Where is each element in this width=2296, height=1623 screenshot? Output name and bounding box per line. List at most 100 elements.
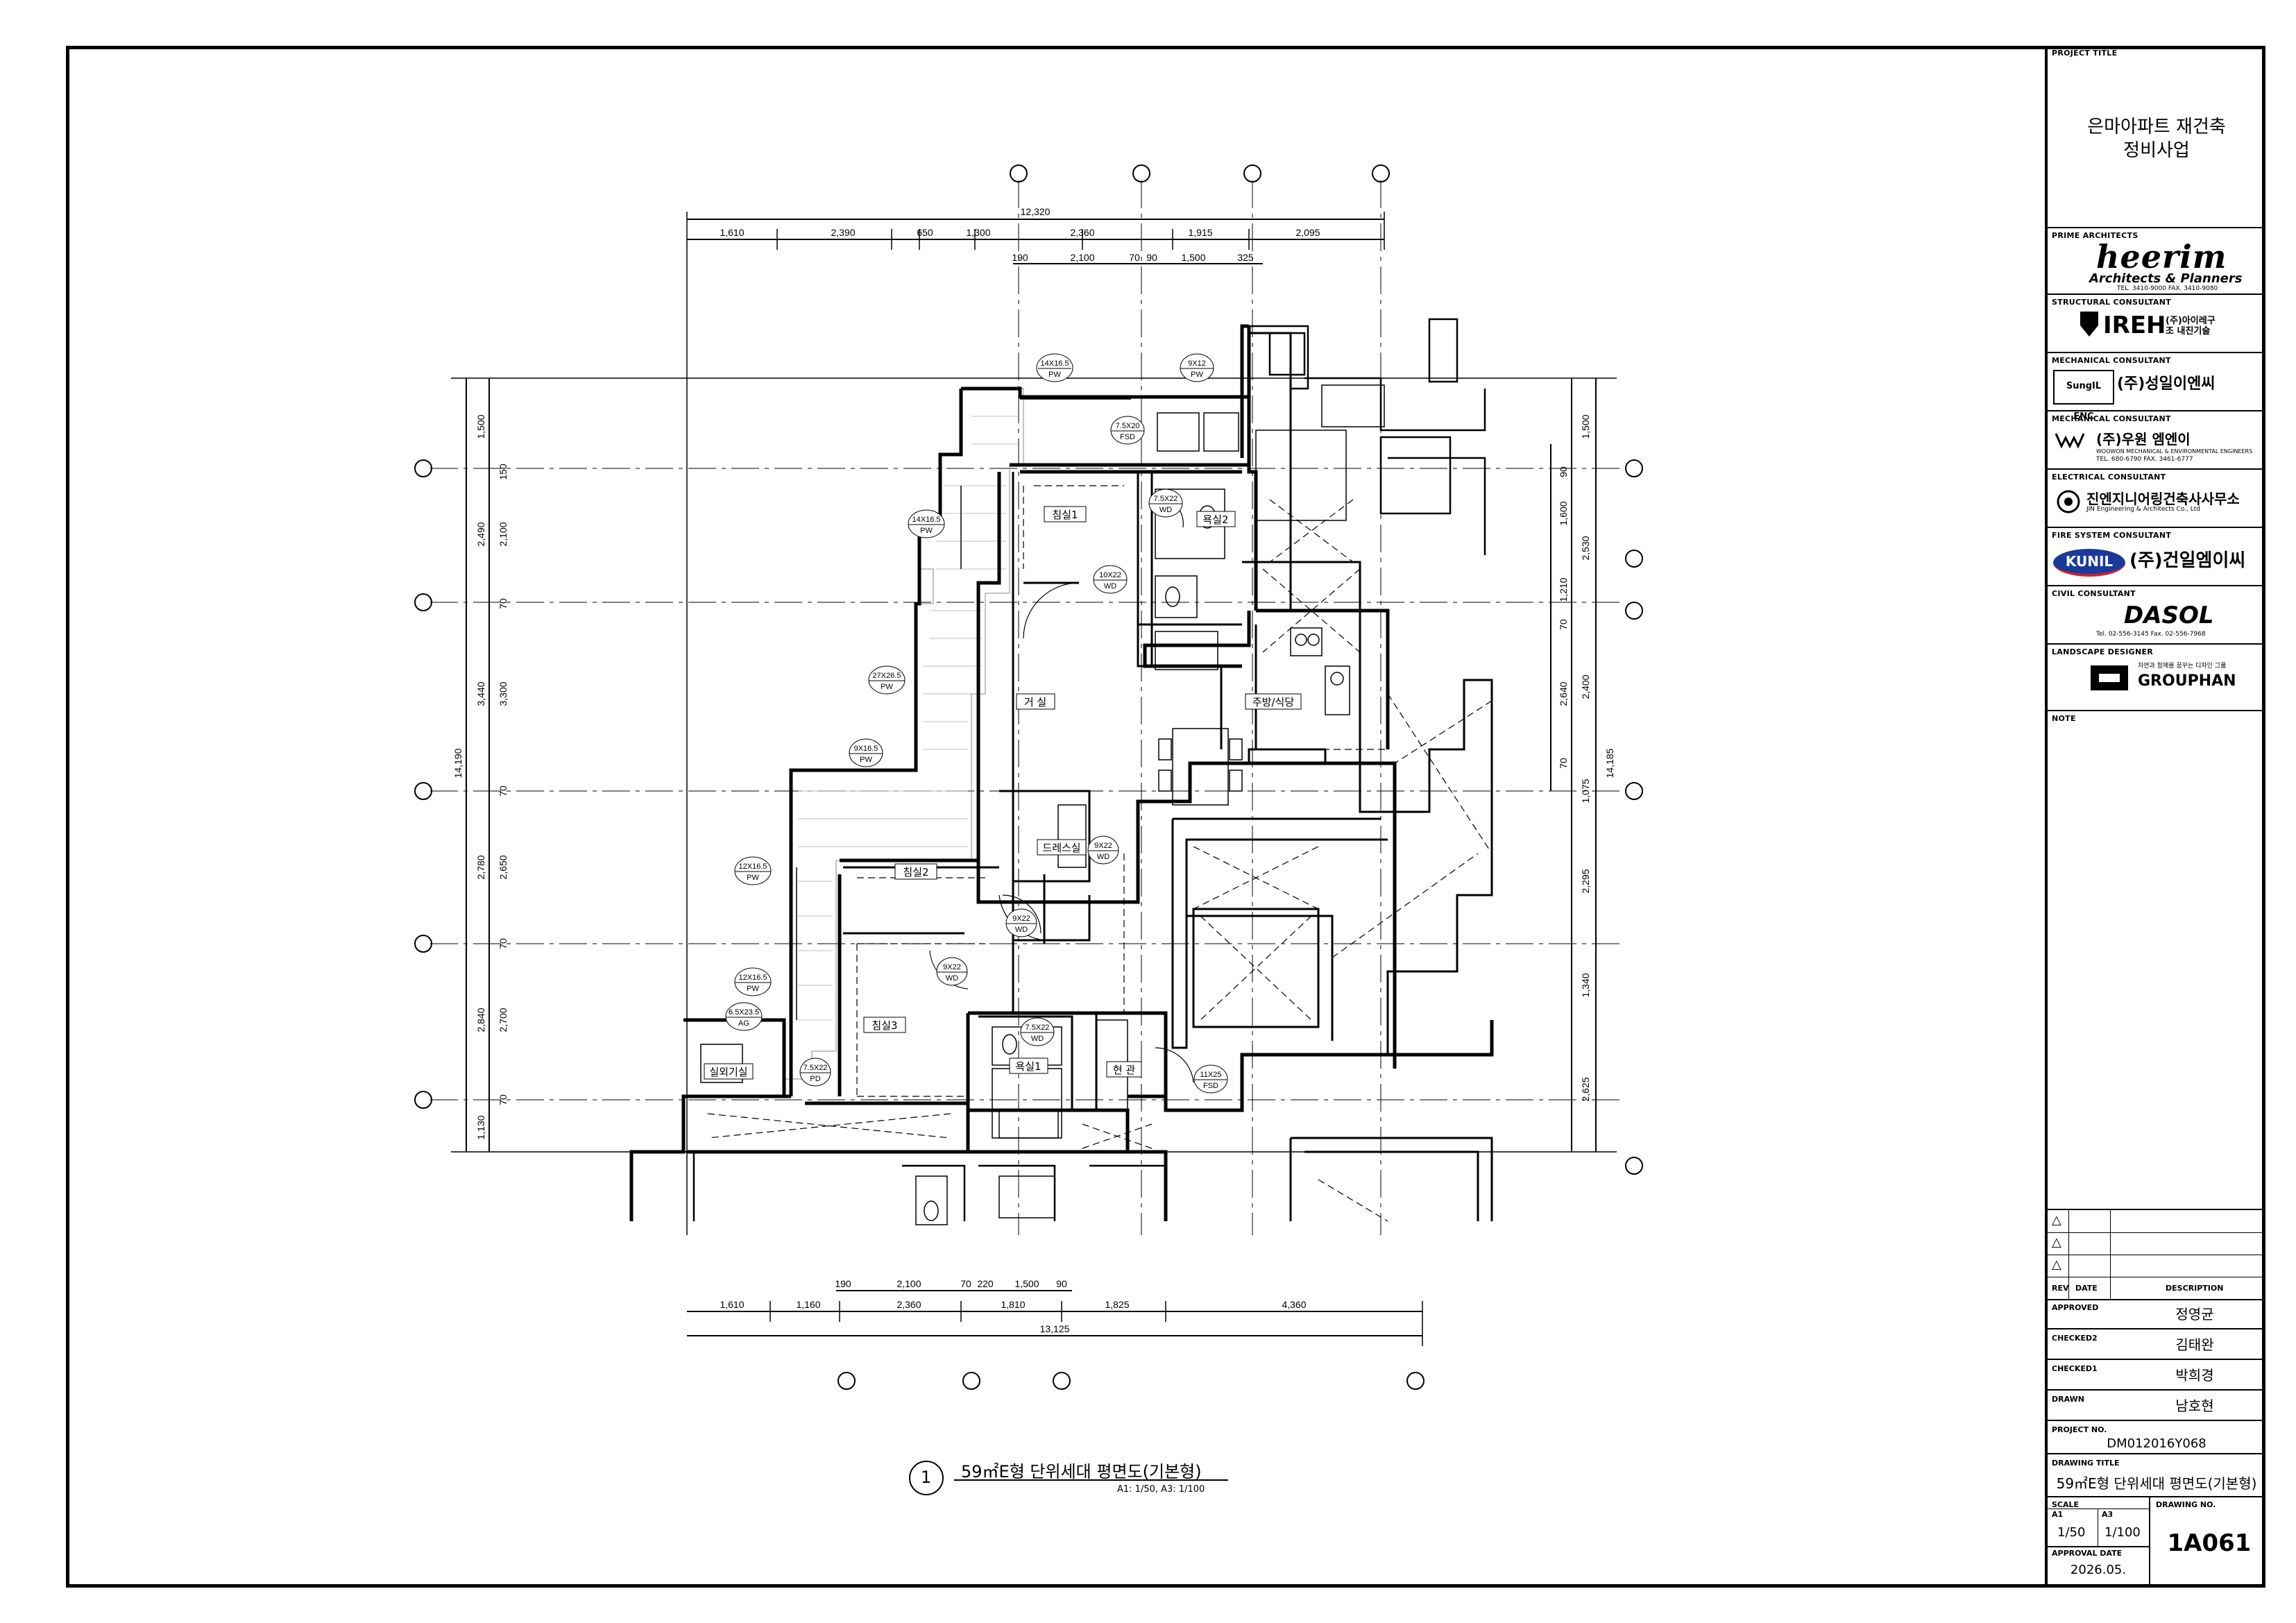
dim-top-2: 2,390 bbox=[831, 227, 855, 238]
mechanical-section-1: MECHANICAL CONSULTANT SungIL ENC (주)성일이엔… bbox=[2048, 353, 2265, 422]
scale-row: SCALE A1 A3 1/50 1/100 APPROVAL DATE 202… bbox=[2048, 1497, 2265, 1588]
dim-right-2: 2,530 bbox=[1580, 536, 1591, 560]
svg-text:WD: WD bbox=[1031, 1035, 1044, 1043]
svg-text:WD: WD bbox=[946, 974, 958, 983]
grouphan-logo-icon bbox=[2091, 665, 2128, 690]
svg-text:14X16.5: 14X16.5 bbox=[912, 516, 941, 524]
dim-top-5: 2,360 bbox=[1070, 227, 1094, 238]
scale-cell: SCALE A1 A3 1/50 1/100 bbox=[2048, 1497, 2150, 1547]
room-bedroom2: 침실2 bbox=[903, 866, 928, 878]
sungil-logo: SungIL ENC bbox=[2053, 370, 2114, 422]
electrical-caption: ELECTRICAL CONSULTANT bbox=[2052, 473, 2166, 482]
revision-row: △ bbox=[2048, 1255, 2265, 1277]
date-caption: DATE bbox=[2075, 1284, 2098, 1293]
dim-left-1: 1,500 bbox=[475, 414, 486, 439]
revision-marker-2: △ bbox=[2052, 1235, 2061, 1250]
svg-text:PW: PW bbox=[881, 683, 893, 691]
dim-right-r2-6: 70 bbox=[1558, 758, 1569, 769]
hidden-lines bbox=[707, 485, 1493, 1222]
mechanical-name-1: (주)성일이엔씨 bbox=[2117, 375, 2216, 393]
dim-right-r2-1: 90 bbox=[1558, 466, 1569, 477]
dim-bot-r1-6: 90 bbox=[1056, 1278, 1067, 1289]
windows bbox=[790, 398, 1131, 1020]
dim-right-r2-3: 1,210 bbox=[1558, 577, 1569, 602]
room-kitchen: 주방/식당 bbox=[1252, 696, 1294, 708]
approval-date-cell: APPROVAL DATE 2026.05. bbox=[2048, 1547, 2150, 1588]
dim-left-2: 2,490 bbox=[475, 522, 486, 546]
mechanical-tel-2: TEL. 680-6790 FAX. 3461-6777 bbox=[2096, 456, 2193, 463]
svg-text:PW: PW bbox=[1191, 371, 1203, 379]
dim-top-r2-5: 1,500 bbox=[1181, 252, 1205, 263]
room-living: 거 실 bbox=[1024, 696, 1046, 708]
dim-bot-total: 13,125 bbox=[1040, 1323, 1070, 1334]
room-bath2: 욕실2 bbox=[1202, 513, 1228, 526]
scale-caption: SCALE bbox=[2052, 1500, 2080, 1509]
lower-neighbour bbox=[631, 1150, 1166, 1221]
svg-text:9X16.5: 9X16.5 bbox=[854, 745, 878, 753]
checked2-row: CHECKED2 김태완 bbox=[2048, 1329, 2265, 1360]
dim-top-7: 2,095 bbox=[1295, 227, 1320, 238]
dim-bot-2: 1,160 bbox=[796, 1299, 820, 1310]
drawn-row: DRAWN 남호현 bbox=[2048, 1391, 2265, 1421]
mechanical-caption-1: MECHANICAL CONSULTANT bbox=[2052, 356, 2171, 365]
svg-text:PW: PW bbox=[1048, 371, 1061, 379]
dim-left-r2-8: 2,700 bbox=[498, 1008, 509, 1032]
dim-left-r2-7: 70 bbox=[498, 938, 509, 949]
revision-header: REV DATE DESCRIPTION bbox=[2048, 1277, 2265, 1300]
landscape-slogan: 자연과 함께를 꿈꾸는 디자인 그룹 bbox=[2138, 663, 2227, 670]
fire-section: FIRE SYSTEM CONSULTANT KUNIL (주)건일엠이씨 bbox=[2048, 528, 2265, 586]
room-bath1: 욕실1 bbox=[1015, 1060, 1041, 1073]
dim-top-r2-2: 2,100 bbox=[1070, 252, 1094, 263]
grid-bubbles bbox=[414, 164, 1643, 1390]
svg-text:AG: AG bbox=[738, 1019, 749, 1028]
project-title-caption: PROJECT TITLE bbox=[2052, 49, 2118, 58]
tag-pw6: 12X16.5PW bbox=[734, 856, 772, 885]
svg-text:6.5X23.5: 6.5X23.5 bbox=[729, 1008, 759, 1017]
svg-text:27X26.5: 27X26.5 bbox=[873, 672, 901, 680]
dim-left-4: 2,780 bbox=[475, 855, 486, 879]
project-title-section: PROJECT TITLE 은마아파트 재건축 정비사업 bbox=[2048, 46, 2265, 228]
dim-right-1: 1,500 bbox=[1580, 414, 1591, 439]
checked1-row: CHECKED1 박희경 bbox=[2048, 1360, 2265, 1391]
heerim-sub: Architects & Planners bbox=[2089, 271, 2243, 286]
dim-bot-r1-5: 1,500 bbox=[1014, 1278, 1039, 1289]
approval-date: 2026.05. bbox=[2070, 1563, 2127, 1577]
checked2-caption: CHECKED2 bbox=[2052, 1334, 2098, 1343]
tag-pw4: 27X26.5PW bbox=[868, 665, 905, 695]
dim-bot-r1-4: 220 bbox=[977, 1278, 994, 1289]
balcony-tile-pattern bbox=[783, 388, 1024, 1097]
dim-bot-r1-3: 70 bbox=[960, 1278, 971, 1289]
project-title-line1: 은마아파트 재건축 bbox=[2087, 117, 2226, 137]
electrical-name: 진엔지니어링건축사사무소 bbox=[2086, 491, 2240, 507]
svg-text:FSD: FSD bbox=[1120, 433, 1135, 441]
civil-caption: CIVIL CONSULTANT bbox=[2052, 589, 2136, 598]
dim-left-6: 1,130 bbox=[475, 1115, 486, 1139]
scale-a1: 1/50 bbox=[2057, 1525, 2086, 1540]
svg-text:7.5X20: 7.5X20 bbox=[1116, 422, 1140, 430]
dim-right-7: 2,625 bbox=[1580, 1077, 1591, 1101]
dim-top-r2-4: 90 bbox=[1146, 252, 1157, 263]
dim-left-r2-4: 3,300 bbox=[498, 681, 509, 706]
svg-text:PW: PW bbox=[747, 874, 759, 882]
revision-row: △ bbox=[2048, 1232, 2265, 1255]
dimension-texts: 12,320 1,610 2,390 650 1,300 2,360 1,915… bbox=[720, 206, 1320, 1334]
dim-left-3: 3,440 bbox=[475, 681, 486, 706]
dim-left-r2-9: 70 bbox=[498, 1094, 509, 1105]
caption-number: 1 bbox=[921, 1468, 932, 1487]
heerim-tel: TEL. 3410-9000 FAX. 3410-9080 bbox=[2117, 285, 2218, 292]
structural-logo: IREH bbox=[2103, 312, 2166, 339]
exterior-walls bbox=[629, 324, 1494, 1221]
structural-section: STRUCTURAL CONSULTANT IREH (주)아이레구조 내진기술 bbox=[2048, 295, 2265, 353]
svg-text:9X22: 9X22 bbox=[943, 963, 961, 971]
room-labels: 침실1 욕실2 거 실 주방/식당 드레스실 침실2 침실3 욕실1 현 관 실… bbox=[704, 506, 1302, 1080]
fire-name: (주)건일엠이씨 bbox=[2129, 550, 2246, 571]
revision-marker-3: △ bbox=[2052, 1257, 2061, 1272]
svg-text:9X12: 9X12 bbox=[1188, 359, 1206, 368]
drawing-no-caption: DRAWING NO. bbox=[2156, 1500, 2216, 1509]
